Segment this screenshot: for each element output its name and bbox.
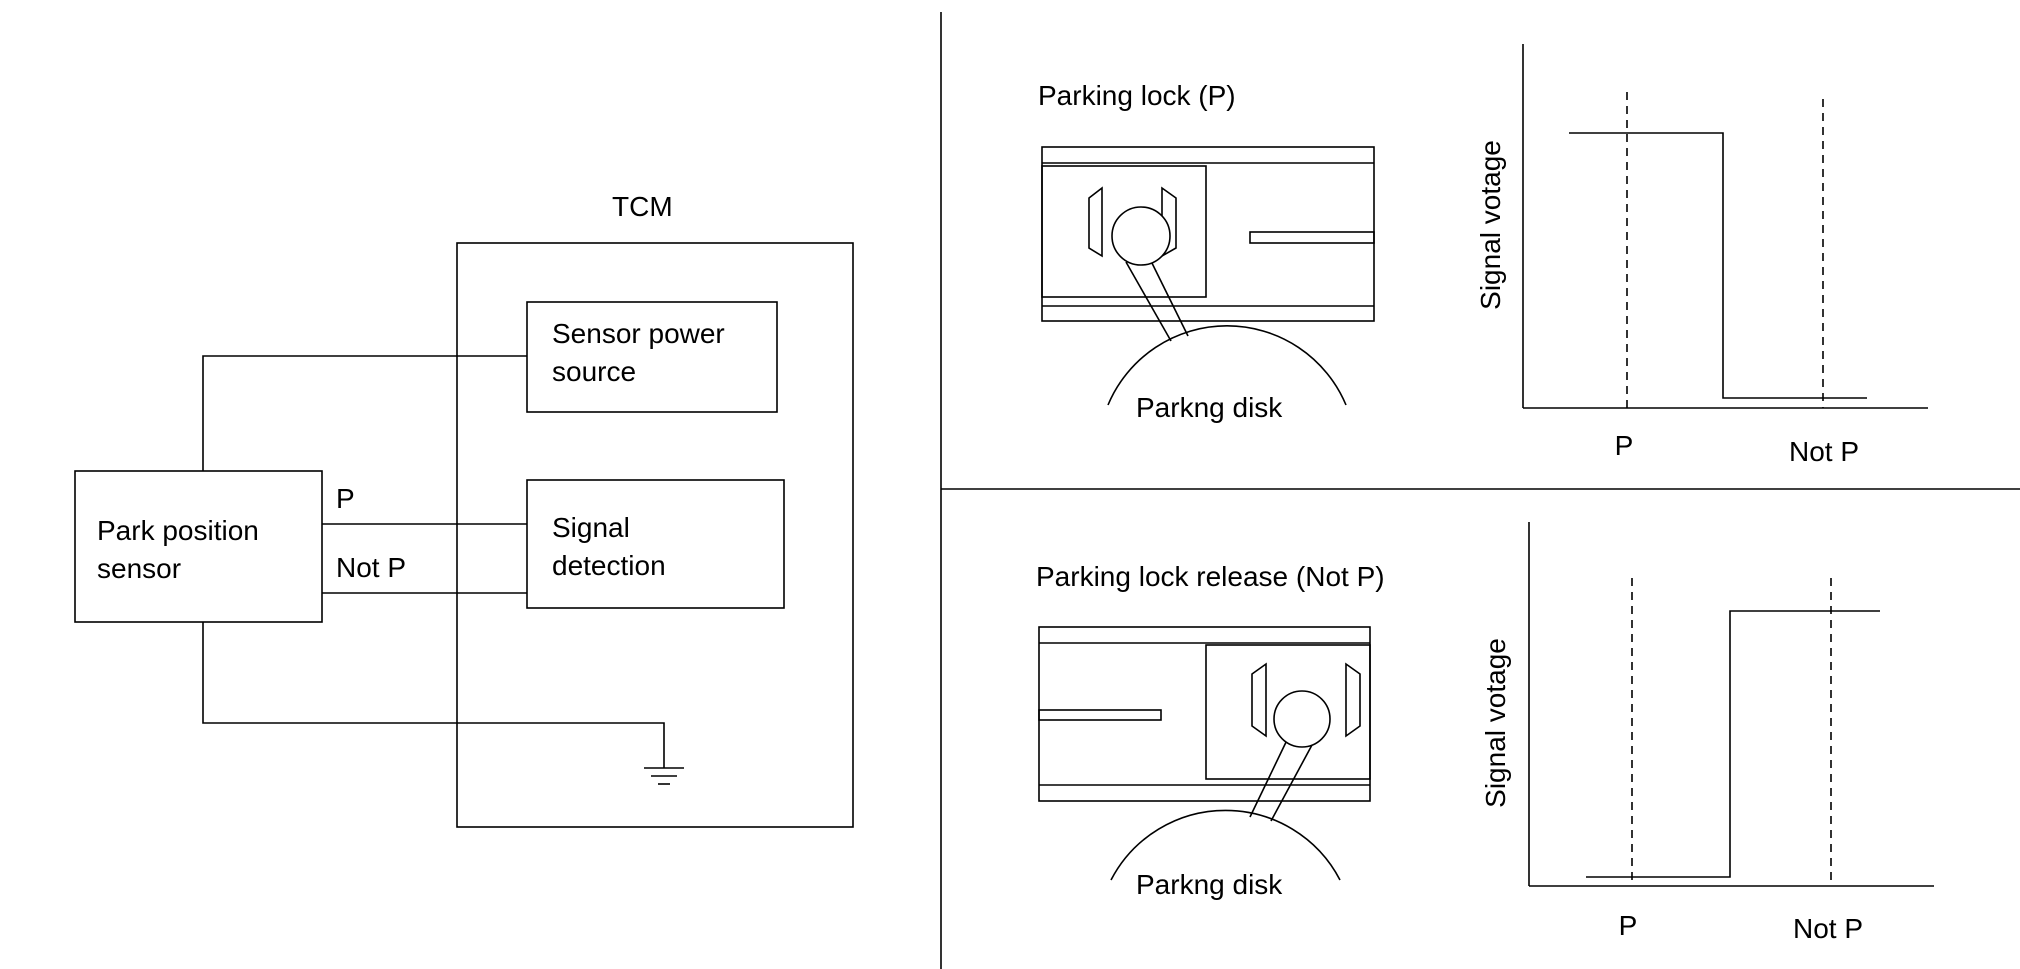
sensor-power-source-box [526, 301, 778, 413]
top-disk-label: Parkng disk [1136, 392, 1283, 423]
signal-trace [1569, 132, 1867, 399]
ground-icon [644, 767, 684, 785]
top-x-tick-notp: Not P [1789, 436, 1859, 467]
tcm-label: TCM [612, 191, 673, 222]
top-y-axis-label: Signal votage [1475, 140, 1506, 310]
sensor-power-label-line1: Sensor power [552, 318, 725, 349]
wire-notp-label: Not P [336, 552, 406, 583]
power-wire [202, 355, 527, 471]
signal-trace [1586, 610, 1880, 878]
top-panel-title: Parking lock (P) [1038, 80, 1236, 111]
parking-lock-mechanism-top [1041, 146, 1375, 406]
signal-chart-top [1522, 44, 1928, 409]
signal-detection-label-line1: Signal [552, 512, 630, 543]
top-x-tick-p: P [1615, 430, 1634, 461]
bottom-y-axis-label: Signal votage [1480, 638, 1511, 808]
bottom-x-tick-notp: Not P [1793, 913, 1863, 944]
park-sensor-label-line2: sensor [97, 553, 181, 584]
signal-chart-bottom [1528, 522, 1934, 887]
parking-lock-mechanism-bottom [1038, 626, 1371, 881]
park-position-sensor-box [74, 470, 323, 623]
signal-detection-label-line2: detection [552, 550, 666, 581]
signal-detection-box [526, 479, 785, 609]
bottom-panel-title: Parking lock release (Not P) [1036, 561, 1385, 592]
wire-p-label: P [336, 483, 355, 514]
bottom-disk-label: Parkng disk [1136, 869, 1283, 900]
sensor-power-label-line2: source [552, 356, 636, 387]
parking-disk-arc-top [1107, 325, 1347, 406]
ground-wire [202, 622, 665, 768]
tcm-box [456, 242, 854, 828]
parking-disk-arc-bottom [1110, 809, 1341, 881]
bottom-x-tick-p: P [1619, 910, 1638, 941]
park-sensor-label-line1: Park position [97, 515, 259, 546]
